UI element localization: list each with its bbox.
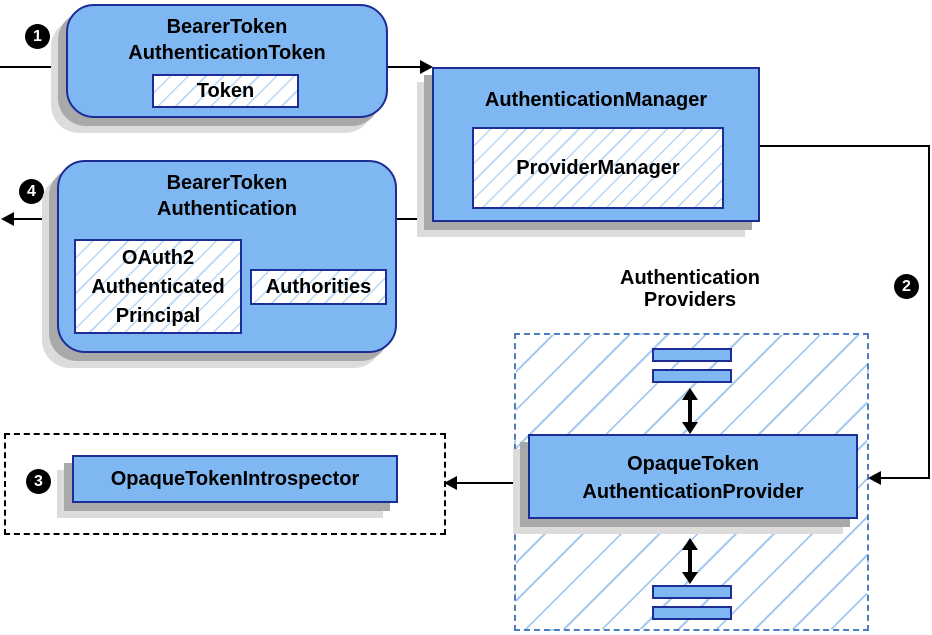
opaque-token-authentication-provider-title: OpaqueToken AuthenticationProvider (530, 436, 856, 506)
title-line: AuthenticationProvider (582, 481, 804, 503)
title-line: AuthenticationToken (128, 42, 326, 64)
arrowhead-into-introspector-icon (444, 476, 457, 490)
bearer-token-authentication-title: BearerToken Authentication (59, 162, 395, 222)
label-line: Providers (643, 289, 737, 311)
step-1-badge: 1 (25, 24, 50, 49)
provider-stack-bar-icon (652, 585, 732, 599)
provider-stack-bar-icon (652, 369, 732, 383)
title-line: OpaqueToken (627, 453, 759, 475)
step-3-badge: 3 (26, 469, 51, 494)
connector-manager-right (760, 145, 930, 147)
connector-request-in (0, 66, 66, 68)
connector-authentication-out (10, 218, 57, 220)
oauth2-authenticated-principal-field: OAuth2 Authenticated Principal (74, 239, 242, 334)
bearer-token-authentication-token-node: BearerToken AuthenticationToken Token (66, 4, 388, 118)
arrow-down-icon (682, 572, 698, 584)
opaque-token-authentication-provider-node: OpaqueToken AuthenticationProvider (528, 434, 858, 519)
provider-manager-field: ProviderManager (472, 127, 724, 209)
arrow-shaft (688, 548, 692, 574)
arrow-shaft (688, 398, 692, 424)
connector-manager-to-authentication (397, 218, 432, 220)
opaque-token-introspector-container (4, 433, 446, 535)
principal-line: OAuth2 (121, 247, 195, 269)
arrow-down-icon (682, 422, 698, 434)
arrowhead-authentication-out-icon (1, 212, 14, 226)
bearer-token-authentication-node: BearerToken Authentication OAuth2 Authen… (57, 160, 397, 353)
title-line: BearerToken (166, 172, 288, 194)
authentication-manager-title: AuthenticationManager (484, 89, 708, 111)
principal-line: Principal (115, 305, 201, 327)
token-field: Token (152, 74, 299, 108)
provider-stack-bar-icon (652, 606, 732, 620)
connector-token-to-manager (386, 66, 422, 68)
arrowhead-into-manager-icon (420, 60, 433, 74)
connector-provider-to-introspector (456, 482, 528, 484)
authorities-field: Authorities (250, 269, 387, 305)
title-line: BearerToken (166, 16, 288, 38)
connector-right-vertical (928, 145, 930, 479)
bearer-token-authentication-token-title: BearerToken AuthenticationToken (68, 6, 386, 66)
authentication-providers-label: Authentication Providers (565, 267, 815, 311)
arrow-up-icon (682, 388, 698, 400)
connector-into-providers (880, 477, 930, 479)
opaque-token-introspector-node: OpaqueTokenIntrospector (72, 455, 398, 503)
label-line: Authentication (620, 267, 760, 289)
arrow-up-icon (682, 538, 698, 550)
arrowhead-into-providers-icon (868, 471, 881, 485)
authentication-manager-node: AuthenticationManager ProviderManager (432, 67, 760, 222)
title-line: Authentication (157, 198, 297, 220)
principal-line: Authenticated (91, 276, 225, 298)
provider-stack-bar-icon (652, 348, 732, 362)
step-2-badge: 2 (894, 274, 919, 299)
step-4-badge: 4 (19, 179, 44, 204)
